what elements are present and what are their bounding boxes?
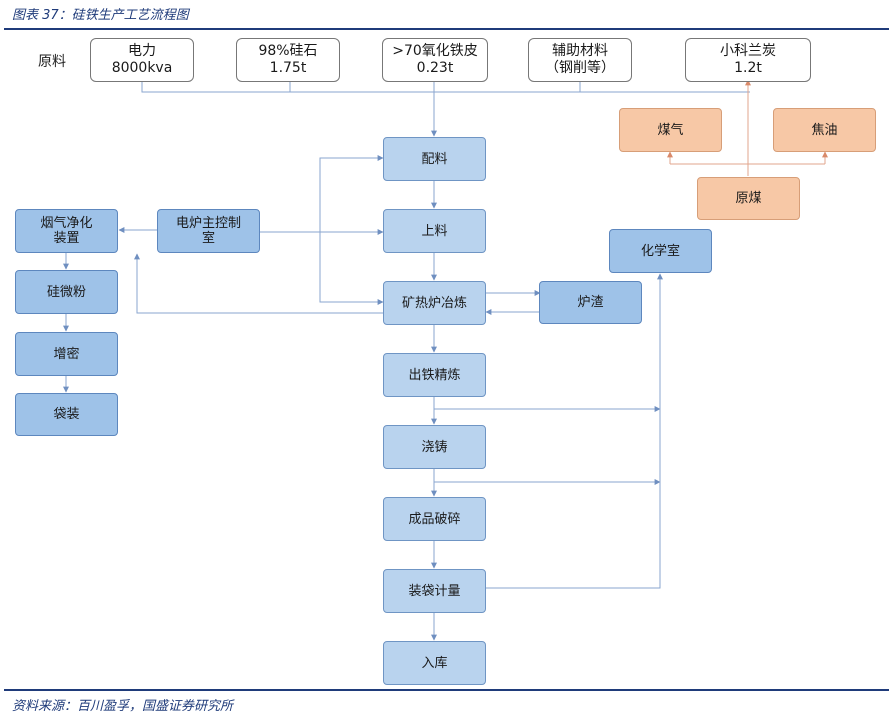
step-crushing: 成品破碎 [383, 497, 486, 541]
raw-coal: 原煤 [697, 177, 800, 220]
chemistry-lab: 化学室 [609, 229, 712, 273]
raw-materials-label: 原料 [38, 54, 66, 70]
tar: 焦油 [773, 108, 876, 152]
gas-cleaning: 烟气净化 装置 [15, 209, 118, 253]
densify: 增密 [15, 332, 118, 376]
step-casting: 浇铸 [383, 425, 486, 469]
pack: 袋装 [15, 393, 118, 436]
step-charging: 上料 [383, 209, 486, 253]
figure-title: 图表 37：硅铁生产工艺流程图 [12, 8, 189, 23]
step-batching: 配料 [383, 137, 486, 181]
raw-feed-line [141, 82, 750, 93]
control-room: 电炉主控制 室 [157, 209, 260, 253]
raw-iron-oxide: >70氧化铁皮 0.23t [382, 38, 488, 82]
coal-gas: 煤气 [619, 108, 722, 152]
smelting-to-control [134, 253, 383, 314]
step-tapping: 出铁精炼 [383, 353, 486, 397]
slag: 炉渣 [539, 281, 642, 324]
figure-source: 资料来源：百川盈孚，国盛证券研究所 [12, 699, 234, 714]
step-storage: 入库 [383, 641, 486, 685]
control-to-smelting [319, 232, 384, 305]
step-smelting: 矿热炉冶炼 [383, 281, 486, 325]
bottom-rule [4, 689, 889, 691]
top-rule [4, 28, 889, 30]
raw-auxiliary: 辅助材料 （钢削等） [528, 38, 632, 82]
raw-coke: 小科兰炭 1.2t [685, 38, 811, 82]
step-bagging: 装袋计量 [383, 569, 486, 613]
raw-silica: 98%硅石 1.75t [236, 38, 340, 82]
silica-fume: 硅微粉 [15, 270, 118, 314]
raw-power: 电力 8000kva [90, 38, 194, 82]
control-to-batching [319, 155, 384, 232]
